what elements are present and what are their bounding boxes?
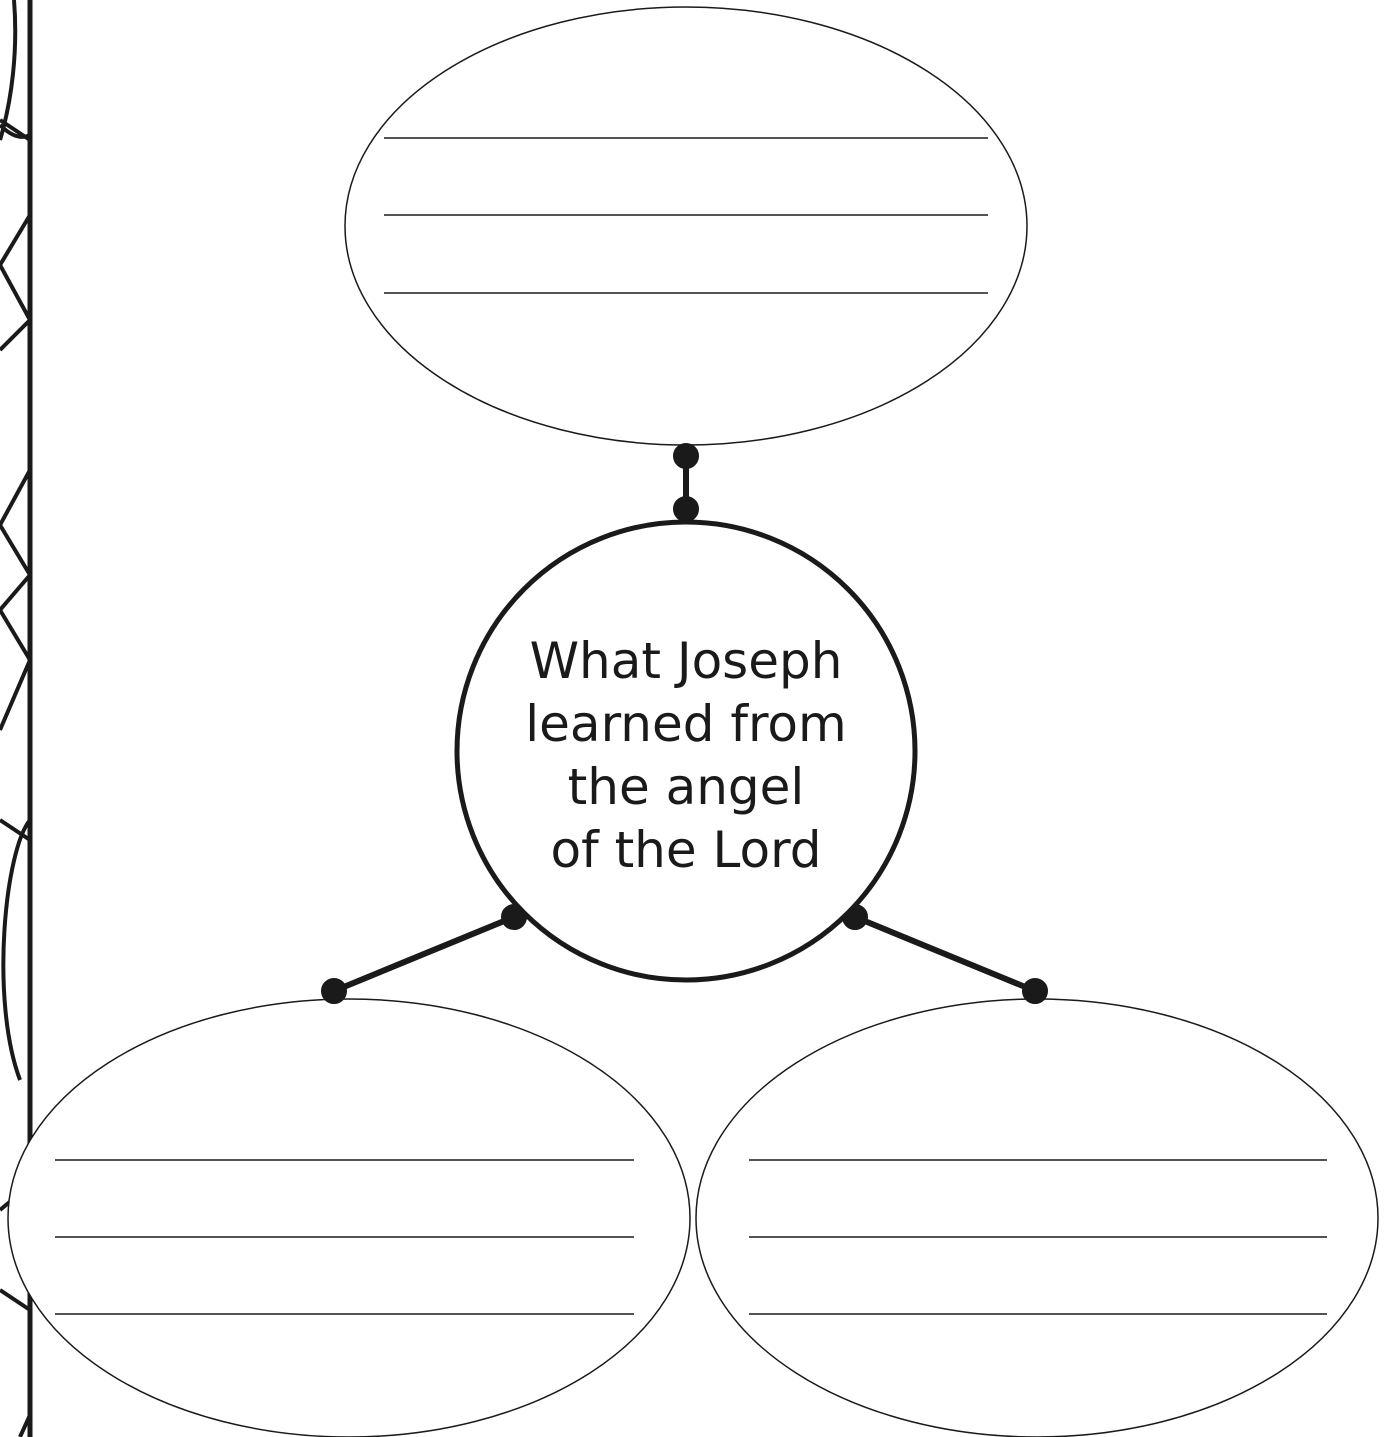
top-answer-bubble[interactable] [345,7,1027,445]
connector-dot [676,446,696,466]
connector-dot [324,981,344,1001]
center-topic-circle: What Joseph learned from the angel of th… [457,522,915,980]
bottom-right-answer-bubble[interactable] [696,999,1378,1437]
connector-dot [1025,981,1045,1001]
center-topic-line-1: What Joseph [530,632,843,690]
bottom-left-answer-bubble[interactable] [8,999,690,1437]
center-topic-line-3: the angel [568,758,805,816]
connector-dot [676,499,696,519]
connector-right [845,907,1045,1001]
center-topic-line-4: of the Lord [550,821,821,879]
connector-top [676,446,696,519]
center-topic-line-2: learned from [525,695,846,753]
connector-left [324,907,524,1001]
